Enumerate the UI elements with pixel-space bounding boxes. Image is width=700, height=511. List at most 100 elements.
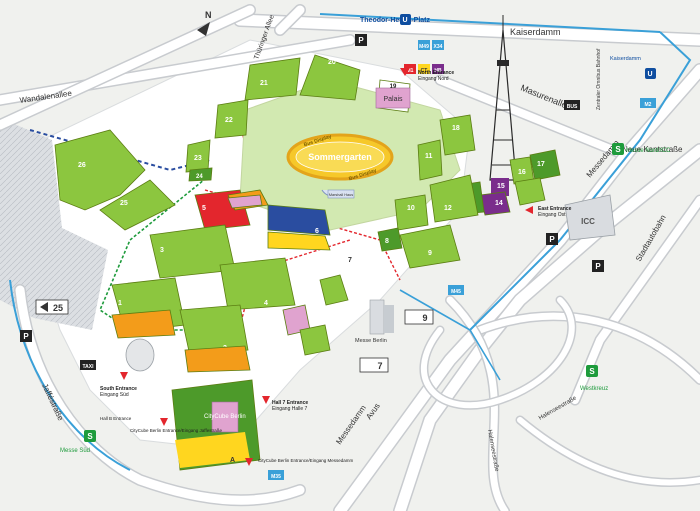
- m35-badge: [268, 470, 284, 480]
- hall-22[interactable]: [214, 99, 249, 139]
- gate-7-label: 7: [377, 361, 382, 371]
- hall-12-label: 12: [444, 205, 452, 212]
- hall-20[interactable]: [299, 54, 361, 101]
- hall-a-label: A: [230, 457, 235, 464]
- x34-label: X34: [434, 44, 443, 50]
- u-bahn-theodor-sign: U: [402, 17, 407, 24]
- hall-4-label: 4: [264, 300, 268, 307]
- hall-25[interactable]: [99, 179, 176, 231]
- hall-9[interactable]: [399, 224, 461, 269]
- messe-nord-label: Messe Nord/ICC: [626, 148, 671, 154]
- m49-badge: [418, 40, 430, 50]
- hall-7[interactable]: [319, 274, 349, 306]
- gate-9[interactable]: [404, 309, 434, 325]
- sommergarten-label: Sommergarten: [308, 152, 372, 162]
- svg-text:N: N: [205, 10, 212, 20]
- citycube-label: CityCube Berlin: [204, 414, 246, 420]
- label-kaiserdamm-right: Kaiserdamm: [610, 56, 641, 62]
- stations: S Messe Nord/ICC S Messe Süd S Westkreuz…: [60, 14, 671, 454]
- hall-10-label: 10: [407, 205, 415, 212]
- hall-b-entrance-label: Hall B Entrance: [100, 416, 132, 421]
- palais-label: Palais: [383, 96, 403, 103]
- s-bahn-westkreuz-icon[interactable]: [586, 365, 598, 377]
- hall-17[interactable]: [529, 149, 561, 181]
- service-badges: P P P P M49 X34 M1 CT HB M2 M45 M35 TAXI…: [20, 34, 656, 480]
- hall-21-label: 21: [260, 80, 268, 87]
- south-entrance-de: Eingang Süd: [100, 392, 129, 398]
- hall-6[interactable]: [267, 204, 331, 236]
- hall-21[interactable]: [244, 57, 301, 101]
- south-entrance-arrow-icon: [120, 372, 128, 380]
- m35-label: M35: [271, 474, 281, 480]
- hall-12[interactable]: [429, 174, 479, 223]
- citycube-messedamm-arrow-icon: [245, 458, 253, 466]
- hall-23-label: 23: [194, 155, 202, 162]
- north-entrance-arrow-icon: [400, 68, 410, 76]
- hall-8[interactable]: [377, 227, 403, 252]
- u-bahn-kaiserdamm-icon[interactable]: [645, 68, 656, 79]
- hall-7-label: 7: [348, 257, 352, 264]
- north-arrow-icon: N: [197, 10, 212, 36]
- hall-b-label: B: [106, 401, 111, 407]
- s-bahn-nord-sign: S: [615, 145, 621, 154]
- bus-label: BUS: [567, 104, 578, 110]
- hall-2[interactable]: [179, 304, 249, 357]
- label-neue-kant: Neue Kantstraße: [622, 145, 683, 154]
- icc-building[interactable]: [564, 194, 616, 241]
- ct-badge: [418, 64, 430, 74]
- hall-24-label: 24: [196, 174, 203, 180]
- gate-25[interactable]: [35, 299, 69, 315]
- hall-18-label: 18: [452, 125, 460, 132]
- hall-16-label: 16: [518, 169, 526, 176]
- hall-1-label: 1: [118, 300, 122, 307]
- s-bahn-sued-sign: S: [87, 432, 93, 441]
- hall-15[interactable]: [514, 177, 546, 206]
- hall-11[interactable]: [417, 139, 443, 181]
- parking-west-icon[interactable]: [20, 330, 32, 342]
- parking-east-icon[interactable]: [592, 260, 604, 272]
- hall-11-label: 11: [425, 153, 433, 160]
- hall-26[interactable]: [54, 129, 146, 211]
- hall-4[interactable]: [219, 257, 296, 311]
- north-entrance-de: Eingang Nord: [418, 76, 449, 82]
- road-network: [0, 4, 700, 511]
- parking-icon[interactable]: [355, 34, 367, 46]
- east-entrance-arrow-icon: [525, 206, 533, 214]
- gate-7[interactable]: [359, 357, 389, 373]
- parking-sign: P: [358, 36, 364, 45]
- bus-badge: [564, 100, 580, 110]
- exhibition-halls: 20 Palais 19 21 22 23 24 26 25 18 17 16 …: [54, 54, 561, 471]
- hall-15-label: 15: [497, 183, 505, 190]
- label-kaiserdamm-top: Kaiserdamm: [510, 27, 561, 37]
- parking-icc-icon[interactable]: [546, 233, 558, 245]
- u-bahn-kaiserdamm-sign: U: [647, 71, 652, 78]
- hall-9-label: 9: [428, 250, 432, 257]
- u-bahn-theodor-icon[interactable]: [400, 14, 411, 25]
- hall-19-label: 19: [390, 84, 397, 90]
- label-theodor-heuss: Theodor-Heuss-Platz: [360, 17, 431, 24]
- m2-badge: [640, 98, 656, 108]
- hall-26-label: 26: [78, 162, 86, 169]
- hall-3-label: 3: [160, 247, 164, 254]
- marshall-haus-label: Marshall Haus: [329, 193, 353, 197]
- x34-badge: [432, 40, 444, 50]
- hall-5-label: 5: [202, 205, 206, 212]
- marshall-haus[interactable]: [327, 189, 355, 199]
- hall-22-label: 22: [225, 117, 233, 124]
- s-bahn-sued-icon[interactable]: [84, 430, 96, 442]
- hall7-entrance-label: Hall 7 Entrance: [272, 400, 308, 406]
- hall-10[interactable]: [394, 194, 429, 231]
- m1-label: M1: [407, 68, 414, 74]
- hall-17-label: 17: [537, 161, 545, 168]
- icc-label: ICC: [581, 217, 595, 226]
- hall-20-label: 20: [328, 59, 336, 66]
- citycube-jaffe-label: CityCube Berlin Entrance/Eingang Jaffest…: [130, 428, 222, 433]
- m1-badge: [404, 64, 416, 74]
- hall-24[interactable]: [188, 167, 213, 182]
- m2-label: M2: [645, 102, 652, 108]
- s-bahn-nord-icon[interactable]: [612, 143, 624, 155]
- messe-berlin-building[interactable]: [369, 299, 394, 335]
- hall-18[interactable]: [439, 114, 476, 156]
- hall-14-label: 14: [495, 200, 503, 207]
